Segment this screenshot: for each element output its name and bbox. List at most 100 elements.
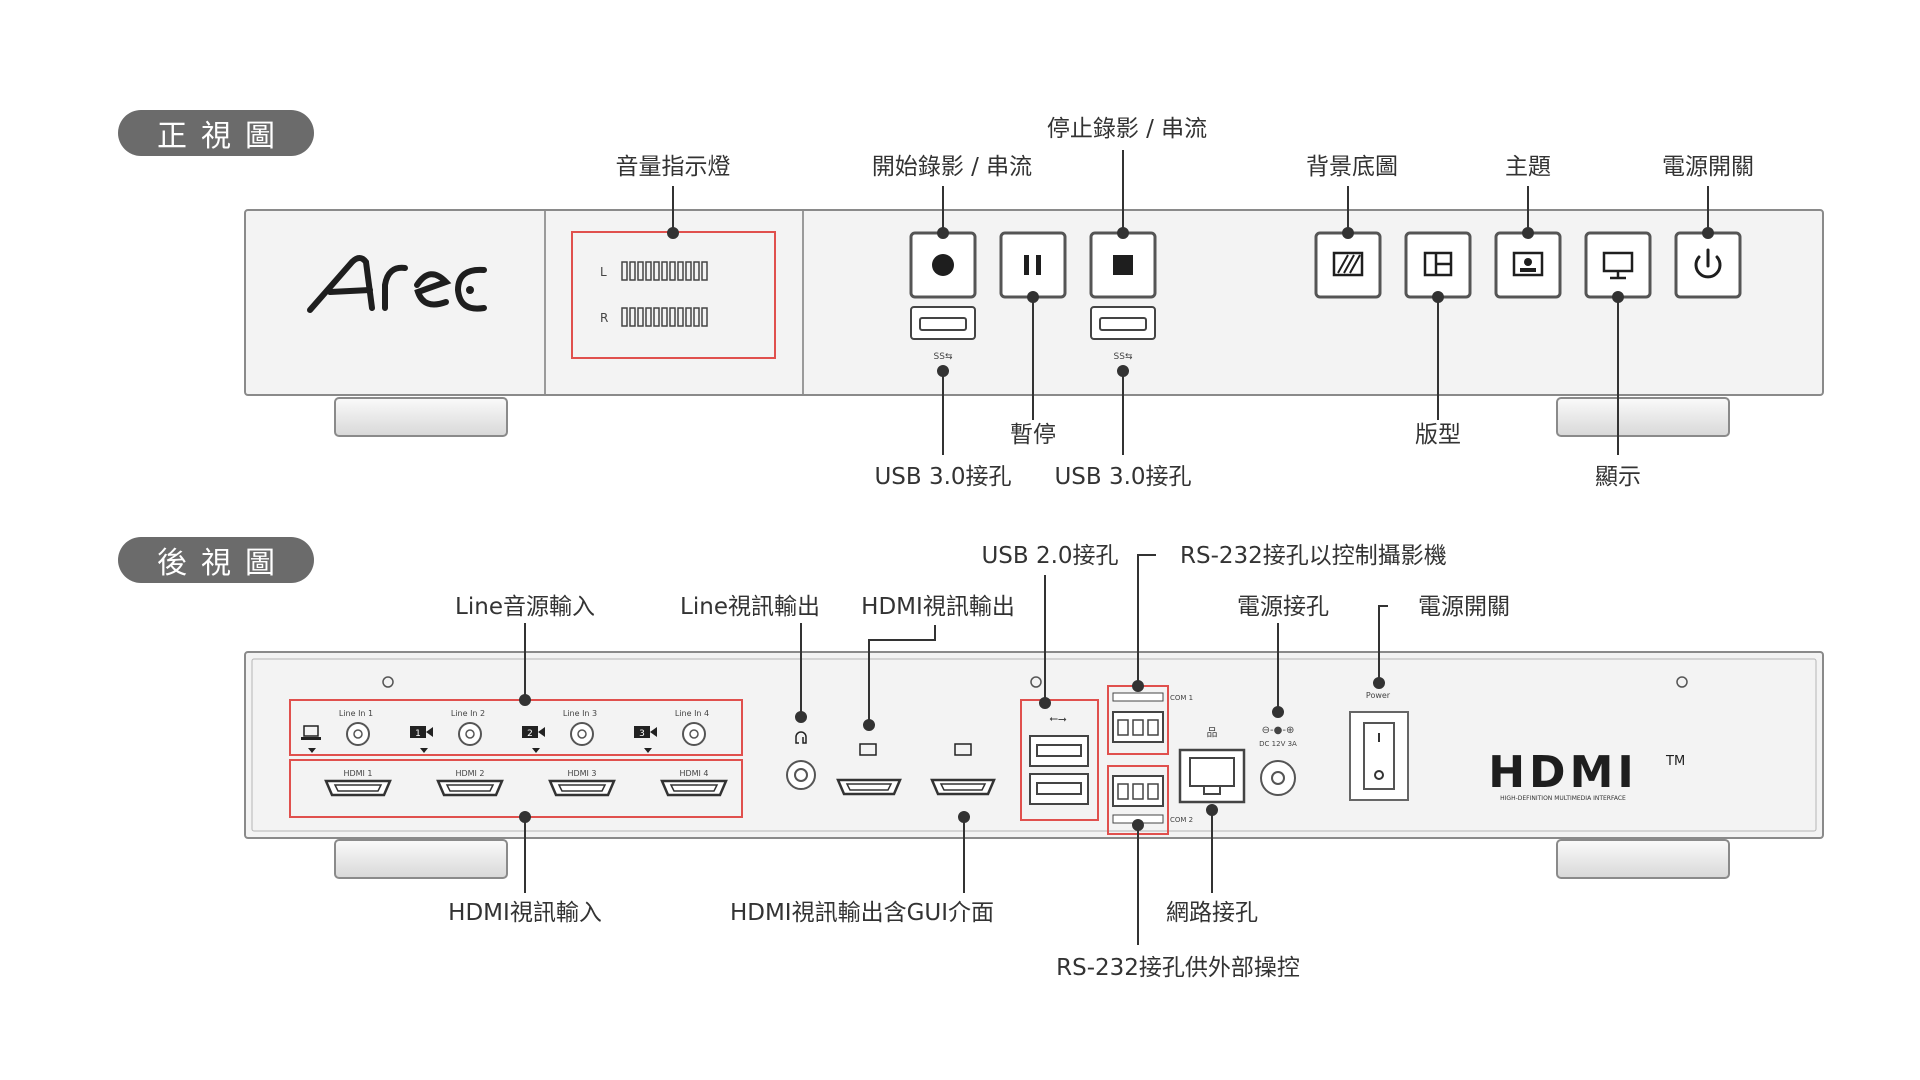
hdmi-in-port[interactable] <box>660 779 728 797</box>
label-rear-power: 電源開關 <box>1418 594 1510 620</box>
meter-segment <box>645 261 652 281</box>
meter-segment <box>653 261 660 281</box>
laptop-icon <box>301 725 321 740</box>
line-in-label: Line In 4 <box>675 709 709 718</box>
line-in-jack[interactable] <box>570 722 594 746</box>
power-label: Power <box>1366 691 1391 700</box>
hdmi-in-label: HDMI 1 <box>343 769 372 778</box>
rear-power-switch[interactable] <box>1349 711 1409 801</box>
meter-segment <box>693 307 700 327</box>
meter-segment <box>685 261 692 281</box>
monitor-out-icon <box>859 743 877 756</box>
rear-foot-left <box>334 839 508 879</box>
down-arrow-icon <box>308 748 316 753</box>
meter-segment <box>621 307 628 327</box>
theme-icon <box>1512 251 1544 277</box>
hdmi-in-port[interactable] <box>548 779 616 797</box>
arec-logo <box>307 255 487 313</box>
svg-text:SS⇆: SS⇆ <box>1114 352 1133 362</box>
rear-view-title: 後視圖 <box>118 537 314 583</box>
ethernet-port[interactable]: 品 <box>1178 726 1246 804</box>
hdmi-in-port[interactable] <box>324 779 392 797</box>
line-in-jack[interactable] <box>346 722 370 746</box>
meter-segment <box>621 261 628 281</box>
camera-icon: 1 <box>410 726 433 739</box>
hdmi-out-port[interactable] <box>836 743 902 796</box>
monitor-icon <box>1602 251 1634 280</box>
background-button[interactable] <box>1314 231 1382 299</box>
meter-segment <box>645 307 652 327</box>
label-hdmi-in: HDMI視訊輸入 <box>448 900 602 926</box>
line-out-port[interactable] <box>786 731 816 790</box>
usb2-port-bottom[interactable] <box>1029 773 1089 805</box>
usb3-port-left[interactable]: SS⇆ <box>910 306 976 362</box>
label-usb2: USB 2.0接孔 <box>981 543 1119 569</box>
record-button[interactable] <box>909 231 977 299</box>
label-hdmi-out: HDMI視訊輸出 <box>861 594 1015 620</box>
dc-rating-label: DC 12V 3A <box>1259 740 1297 748</box>
camera-icon: 2 <box>522 726 545 739</box>
record-icon <box>932 254 954 276</box>
down-arrow-icon <box>420 748 428 753</box>
meter-segment <box>685 307 692 327</box>
pause-button[interactable] <box>999 231 1067 299</box>
label-rs232-external: RS-232接孔供外部操控 <box>1056 955 1300 981</box>
screw-right <box>1676 676 1688 688</box>
dc-power-jack[interactable]: ⊖-●-⊕ <box>1260 725 1296 796</box>
hdmi-out-gui-port[interactable] <box>930 743 996 796</box>
label-front-power: 電源開關 <box>1662 154 1754 180</box>
label-vu-meter: 音量指示燈 <box>615 154 731 180</box>
input-badge: 3 <box>639 729 645 739</box>
line-in-jack[interactable] <box>458 722 482 746</box>
usb2-group <box>1020 699 1099 821</box>
meter-segment <box>677 261 684 281</box>
front-view-title: 正視圖 <box>118 110 314 156</box>
hdmi-in-label: HDMI 2 <box>455 769 484 778</box>
usb2-port-top[interactable] <box>1029 735 1089 767</box>
rear-leader-lines <box>519 554 1388 945</box>
pause-icon <box>1024 255 1041 275</box>
label-theme: 主題 <box>1505 154 1551 180</box>
hdmi-in-label: HDMI 4 <box>679 769 708 778</box>
meter-segment <box>637 261 644 281</box>
svg-text:HIGH-DEFINITION MULTIMEDIA INT: HIGH-DEFINITION MULTIMEDIA INTERFACE <box>1500 795 1626 802</box>
front-power-button[interactable] <box>1674 231 1742 299</box>
front-foot-right <box>1556 397 1730 437</box>
com2-port[interactable] <box>1112 775 1164 824</box>
label-background: 背景底圖 <box>1306 154 1398 180</box>
camera-icon: 3 <box>634 726 657 739</box>
meter-channel-r: R <box>600 311 608 325</box>
network-icon: 品 <box>1207 726 1218 739</box>
hdmi-in-port[interactable] <box>436 779 504 797</box>
label-usb3-right: USB 3.0接孔 <box>1054 464 1192 490</box>
meter-segment <box>669 307 676 327</box>
meter-segment <box>701 307 708 327</box>
label-start-record: 開始錄影 / 串流 <box>871 154 1033 180</box>
label-line-in: Line音源輸入 <box>455 594 595 620</box>
display-button[interactable] <box>1584 231 1652 299</box>
usb3-port-right[interactable]: SS⇆ <box>1090 306 1156 362</box>
label-hdmi-out-gui: HDMI視訊輸出含GUI介面 <box>729 900 995 926</box>
com2-label: COM 2 <box>1170 816 1193 824</box>
input-badge: 1 <box>415 729 421 739</box>
com1-port[interactable] <box>1112 692 1164 743</box>
layout-icon <box>1423 251 1453 277</box>
meter-segment <box>661 261 668 281</box>
meter-segment <box>693 261 700 281</box>
meter-segment <box>629 307 636 327</box>
meter-segment <box>677 307 684 327</box>
stop-button[interactable] <box>1089 231 1157 299</box>
hdmi-logo: HDMI TM HIGH-DEFINITION MULTIMEDIA INTER… <box>1488 747 1685 802</box>
front-panel: L R SS⇆ SS⇆ <box>244 150 1824 455</box>
line-in-label: Line In 3 <box>563 709 597 718</box>
theme-button[interactable] <box>1494 231 1562 299</box>
layout-button[interactable] <box>1404 231 1472 299</box>
meter-segment <box>701 261 708 281</box>
line-in-jack[interactable] <box>682 722 706 746</box>
label-usb3-left: USB 3.0接孔 <box>874 464 1012 490</box>
front-foot-left <box>334 397 508 437</box>
